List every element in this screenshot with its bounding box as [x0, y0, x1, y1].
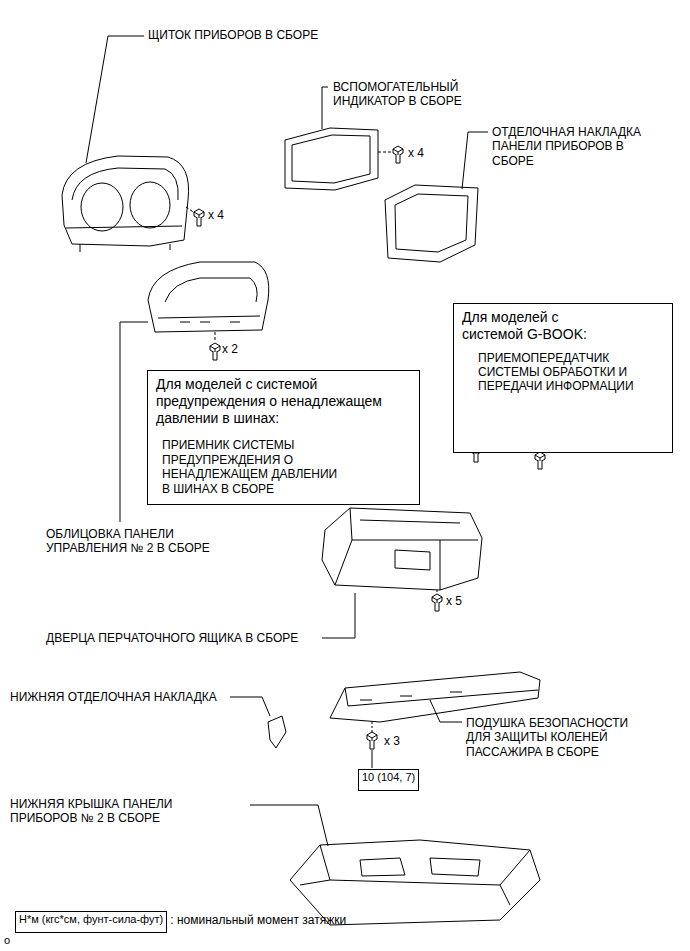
drawing-line — [345, 688, 538, 706]
drawing-line — [81, 183, 123, 231]
figure-code: o — [4, 934, 10, 947]
drawing-line — [322, 508, 482, 590]
quantity: x 2 — [222, 342, 238, 356]
drawing-line — [268, 716, 286, 748]
drawing-line — [395, 550, 430, 570]
option-box: Для моделей с системой предупреждения о … — [147, 370, 420, 505]
drawing-line — [322, 87, 328, 129]
drawing-line — [378, 152, 393, 153]
drawing-line — [372, 722, 373, 732]
drawing-line — [432, 594, 442, 611]
drawing-line — [535, 452, 545, 469]
drawing-line — [62, 156, 189, 246]
option-heading: Для моделей с системой предупреждения о … — [156, 376, 411, 426]
part-name: ВСПОМОГАТЕЛЬНЫЙ ИНДИКАТОР В СБОРЕ — [333, 80, 483, 109]
part-name: НИЖНЯЯ ОТДЕЛОЧНАЯ НАКЛАДКА — [10, 690, 217, 704]
part-name: ПРИЕМНИК СИСТЕМЫ ПРЕДУПРЕЖДЕНИЯ О НЕНАДЛ… — [162, 438, 340, 496]
drawing-line — [215, 332, 216, 342]
glove-box-door — [322, 508, 482, 638]
drawing-line — [210, 343, 220, 360]
part-name: ОТДЕЛОЧНАЯ НАКЛАДКА ПАНЕЛИ ПРИБОРОВ В СБ… — [492, 125, 652, 168]
drawing-line — [290, 840, 540, 925]
option-box: Для моделей с системой G-BOOK: ПРИЕМОПЕРЕ… — [453, 303, 673, 453]
drawing-line — [285, 128, 378, 190]
quantity: x 4 — [208, 208, 224, 222]
drawing-line — [372, 750, 373, 768]
unit-box: Н*м (кгс*см, фунт-сила-фут) — [15, 911, 167, 933]
drawing-line — [292, 135, 370, 183]
drawing-line — [194, 209, 204, 226]
drawing-line — [148, 262, 269, 332]
drawing-line — [300, 845, 530, 905]
legend-note: : номинальный момент затяжки — [170, 913, 346, 927]
drawing-line — [66, 226, 182, 252]
drawing-line — [385, 185, 478, 262]
part-name: НИЖНЯЯ КРЫШКА ПАНЕЛИ ПРИБОРОВ № 2 В СБОР… — [10, 797, 195, 826]
drawing-line — [360, 858, 480, 876]
part-name: ДВЕРЦА ПЕРЧАТОЧНОГО ЯЩИКА В СБОРЕ — [46, 631, 298, 645]
torque-unit: Н*м (кгс*см, фунт-сила-фут) — [19, 913, 163, 926]
drawing-line — [230, 697, 270, 716]
part-name: ПРИЕМОПЕРЕДАТЧИК СИСТЕМЫ ОБРАБОТКИ И ПЕР… — [478, 351, 660, 394]
drawing-line — [250, 805, 328, 846]
part-name: ЩИТОК ПРИБОРОВ В СБОРЕ — [148, 28, 318, 42]
drawing-line — [367, 732, 377, 749]
drawing-line — [86, 36, 144, 163]
drawing-line — [130, 182, 170, 228]
torque-value: 10 (104, 7) — [362, 771, 415, 784]
panel-finish-bezel — [385, 132, 488, 262]
drawing-line — [120, 322, 148, 522]
quantity: x 3 — [384, 734, 400, 748]
drawing-line — [393, 146, 403, 163]
drawing-line — [165, 278, 257, 302]
quantity: x 5 — [446, 594, 462, 608]
drawing-line — [330, 672, 540, 722]
lower-finish-plate — [230, 697, 286, 748]
part-name: ОБЛИЦОВКА ПАНЕЛИ УПРАВЛЕНИЯ № 2 В СБОРЕ — [46, 527, 236, 556]
drawing-line — [437, 590, 438, 594]
drawing-line — [158, 316, 260, 322]
drawing-line — [462, 132, 488, 189]
option-heading: Для моделей с системой G-BOOK: — [462, 309, 602, 343]
drawing-line — [395, 194, 468, 252]
quantity: x 4 — [408, 146, 424, 160]
part-name: ПОДУШКА БЕЗОПАСНОСТИ ДЛЯ ЗАЩИТЫ КОЛЕНЕЙ … — [466, 716, 641, 759]
drawing-line — [335, 508, 478, 590]
drawing-line — [72, 168, 178, 200]
torque-box: 10 (104, 7) — [358, 769, 419, 791]
instrument-cluster — [62, 36, 204, 252]
lower-panel-cover — [250, 805, 540, 925]
drawing-line — [430, 700, 462, 722]
drawing-line — [322, 593, 355, 638]
